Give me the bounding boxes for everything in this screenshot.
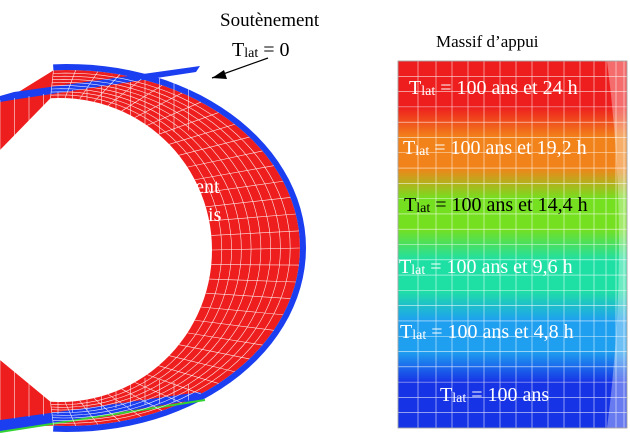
support-arrow [211,57,269,79]
band-label-9-6h: Tlat = 100 ans et 9,6 h [399,256,573,278]
band-label-14-4h: Tlat = 100 ans et 14,4 h [404,194,588,216]
support-top-band [0,66,200,102]
lining-time-label: Tlat = 6 mois [120,204,222,226]
lining-mesh-figure [0,64,307,433]
band-label-4-8h: Tlat = 100 ans et 4,8 h [400,321,574,343]
ground-mesh-figure [397,60,628,429]
band-label-19-2h: Tlat = 100 ans et 19,2 h [403,137,587,159]
ground-outline [397,60,628,429]
support-time-label: Tlat = 0 [232,39,290,61]
lining-mesh [0,69,301,427]
lining-label: Revêtement [124,176,220,198]
band-label-100ans: Tlat = 100 ans [440,384,550,406]
band-label-24h: Tlat = 100 ans et 24 h [409,77,578,99]
lining-opening [0,98,212,402]
green-edge [0,399,206,433]
support-label: Soutènement [220,10,320,31]
ground-title: Massif d’appui [436,32,539,51]
